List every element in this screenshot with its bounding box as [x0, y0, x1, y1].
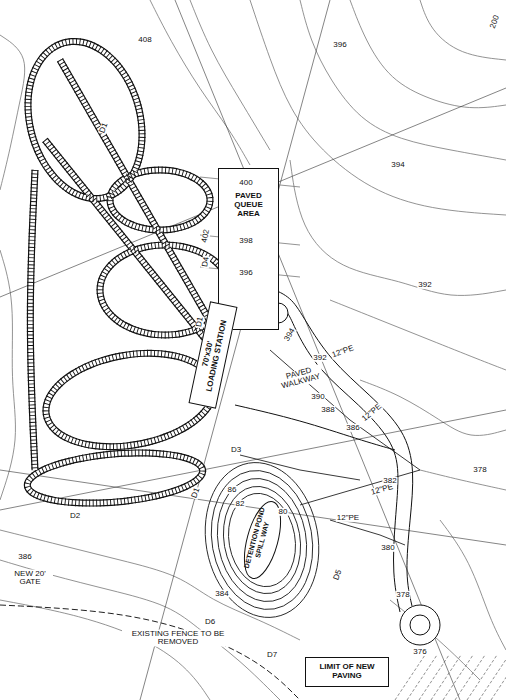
track-rail — [28, 41, 142, 198]
contour-line — [200, 177, 300, 187]
plaza-circle — [410, 615, 430, 635]
paving-hatch — [455, 655, 485, 700]
paving-hatch — [395, 655, 425, 700]
plan-label: 386 — [345, 424, 360, 432]
contour-line — [330, 300, 506, 370]
plan-label: NEW 20' GATE — [7, 570, 53, 587]
track-rail — [110, 170, 210, 230]
track-rail — [30, 170, 35, 470]
walkway-edge — [275, 305, 400, 612]
track-rail — [45, 140, 210, 345]
plan-label: 82 — [235, 500, 246, 508]
paving-hatch — [491, 655, 506, 700]
track-rail — [60, 60, 215, 330]
drain-pipe — [300, 470, 420, 505]
plan-label: 394 — [283, 326, 298, 343]
contour-line — [0, 35, 25, 190]
plan-label: 12"PE — [330, 344, 356, 360]
plan-label: 396 — [238, 269, 253, 277]
contour-line — [420, 0, 506, 60]
plan-label: 402 — [201, 228, 212, 245]
contour-line — [200, 267, 300, 277]
plan-label: 408 — [137, 36, 152, 44]
paving-limit-box: LIMIT OF NEW PAVING — [305, 657, 389, 687]
contour-line — [0, 560, 280, 700]
pond-contour — [193, 453, 330, 626]
survey-line — [140, 0, 330, 700]
survey-line — [0, 410, 506, 510]
plan-label: D5 — [332, 568, 344, 582]
node-text: PAVED QUEUE AREA — [222, 191, 275, 219]
plan-label: 394 — [390, 161, 405, 169]
paving-hatch — [419, 655, 449, 700]
survey-line — [175, 0, 460, 700]
plan-label: 378 — [472, 466, 487, 474]
plan-label: 12"PE — [360, 402, 384, 424]
plan-label: 86 — [227, 486, 238, 494]
track-rail — [27, 453, 202, 503]
plan-label: 398 — [238, 237, 253, 245]
drain-pipe — [240, 455, 360, 480]
plan-label: 390 — [310, 393, 325, 401]
drain-pipe — [270, 350, 420, 470]
track-rail — [30, 170, 35, 470]
track-rail — [110, 170, 210, 230]
existing-fence — [0, 605, 300, 700]
contour-line — [300, 0, 506, 160]
plan-label: D4 — [201, 255, 211, 269]
plan-label: 384 — [214, 590, 229, 598]
coaster-track — [27, 41, 230, 503]
plan-label: 380 — [380, 544, 395, 552]
plan-label: D1 — [98, 121, 110, 135]
contour-line — [290, 160, 506, 295]
pond-contour — [221, 488, 302, 592]
plan-label: 200 — [488, 13, 501, 30]
pond-contour — [208, 471, 316, 608]
plan-label: 392 — [417, 281, 432, 289]
node-text: LIMIT OF NEW PAVING — [309, 662, 385, 680]
plan-label: 396 — [332, 41, 347, 49]
contour-line — [420, 470, 506, 490]
plan-label: 400 — [238, 179, 253, 187]
plan-label: 378 — [395, 591, 410, 599]
plan-label: 80 — [278, 508, 289, 516]
contour-line — [190, 0, 270, 150]
paving-hatch — [407, 655, 437, 700]
pond-contour — [215, 480, 309, 600]
track-rail — [27, 453, 202, 503]
plan-label: D1 — [190, 486, 202, 500]
plaza-circle — [400, 605, 440, 645]
paving-hatch — [431, 655, 461, 700]
contour-line — [200, 235, 300, 245]
contour-line — [440, 520, 506, 650]
track-rail — [30, 170, 35, 470]
plan-label: 12"PE — [336, 514, 360, 522]
plan-label: D2 — [69, 512, 81, 520]
plan-label: 388 — [320, 406, 335, 414]
paving-hatch — [479, 655, 506, 700]
track-rail — [110, 170, 210, 230]
plan-label: D7 — [266, 651, 278, 659]
contour-line — [0, 250, 15, 500]
plan-label: 392 — [312, 354, 327, 362]
plan-label: D6 — [204, 618, 216, 626]
contour-line — [250, 0, 506, 215]
contour-line — [350, 0, 506, 108]
track-rail — [27, 453, 202, 503]
plan-label: 382 — [382, 477, 397, 485]
plan-label: 386 — [17, 553, 32, 561]
pond-contour — [201, 462, 324, 617]
paving-hatch — [443, 655, 473, 700]
contour-line — [0, 600, 210, 700]
plan-label: 376 — [412, 648, 427, 656]
paving-hatch — [467, 655, 497, 700]
contour-line — [390, 600, 480, 680]
contour-line — [360, 380, 506, 435]
plan-label: D3 — [230, 446, 242, 454]
plan-label: EXISTING FENCE TO BE REMOVED — [122, 630, 234, 647]
plan-label: PAVED WALKWAY — [276, 364, 325, 392]
